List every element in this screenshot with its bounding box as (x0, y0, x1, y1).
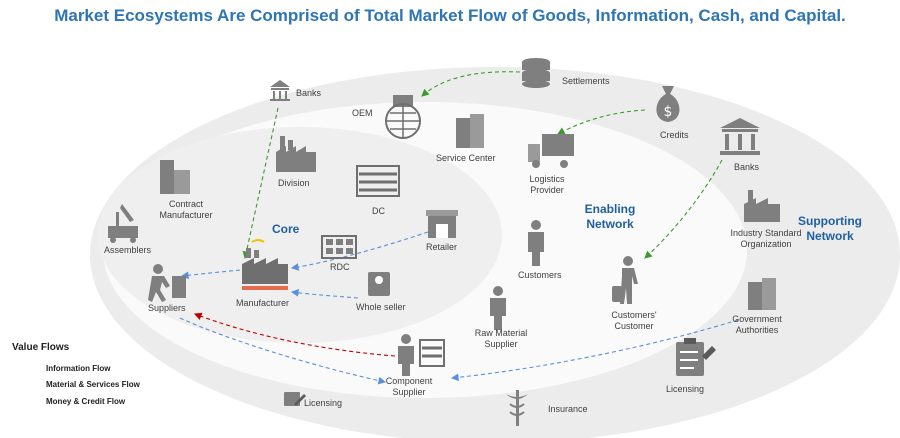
core-label: Core (272, 222, 300, 236)
legend-item-material: Material & Services Flow (46, 380, 140, 389)
flow-credits-to-logistics (557, 109, 646, 135)
whole-seller-icon (368, 272, 390, 296)
flow-banks-to-customers-customer (644, 159, 723, 259)
flow-manufacturer-to-suppliers (180, 269, 241, 280)
caduceus-icon (506, 390, 528, 426)
contract-manufacturer-label: Contract Manufacturer (144, 199, 228, 221)
gov-text: Government Authorities (732, 314, 782, 335)
core-ring (98, 127, 502, 343)
store-icon (426, 210, 458, 238)
contract-manufacturer-text: Contract Manufacturer (159, 199, 213, 220)
industry-org-text: Industry Standard Organization (730, 228, 802, 249)
component-supplier-text: Component Supplier (385, 376, 433, 397)
licensing-left-label: Licensing (304, 398, 343, 408)
logistics-label: Logistics Provider (520, 174, 574, 196)
raw-material-label: Raw Material Supplier (470, 328, 532, 350)
supplier-pushing-icon (148, 264, 186, 302)
enabling-network-text: Enabling Network (584, 202, 636, 231)
customers-customer-icon (612, 256, 638, 304)
oem-label: OEM (352, 108, 373, 118)
customers-customer-label: Customers' Customer (602, 310, 666, 332)
factory-icon (276, 136, 316, 172)
assemblers-label: Assemblers (104, 245, 152, 255)
supporting-network-text: Supporting Network (798, 214, 862, 243)
supporting-network-label: Supporting Network (792, 214, 868, 244)
banks-top-label: Banks (296, 88, 322, 98)
svg-text:$: $ (664, 104, 673, 120)
bank-icon-right (720, 118, 760, 155)
clipboard-icon (676, 338, 716, 376)
logistics-text: Logistics Provider (529, 174, 565, 195)
customers-customer-text: Customers' Customer (611, 310, 657, 331)
flow-lines (179, 71, 739, 385)
legend-title: Value Flows (12, 342, 70, 353)
retailer-label: Retailer (426, 242, 458, 252)
licensing-right-label: Licensing (666, 384, 705, 394)
flow-banks-to-manufacturer (242, 107, 279, 260)
manufacturer-factory-icon (242, 239, 288, 290)
industry-factory-icon (744, 190, 780, 222)
dc-label: DC (372, 206, 385, 216)
division-label: Division (278, 178, 310, 188)
flow-suppliers-to-component (179, 317, 387, 385)
customers-label: Customers (518, 270, 562, 280)
enabling-network-label: Enabling Network (578, 202, 642, 232)
flow-settlements-to-oem (421, 71, 521, 97)
flow-gov-to-component (450, 319, 739, 382)
customer-person-icon (528, 220, 544, 266)
component-supplier-icon (398, 334, 445, 376)
truck-icon (528, 134, 574, 168)
legend-item-money: Money & Credit Flow (46, 397, 126, 406)
forklift-icon (108, 204, 138, 243)
flow-component-to-suppliers (193, 312, 396, 357)
suppliers-label: Suppliers (148, 303, 186, 313)
raw-material-text: Raw Material Supplier (474, 328, 528, 349)
money-bag-icon: $ (656, 86, 680, 122)
government-building-icon (748, 278, 776, 310)
rdc-label: RDC (330, 262, 350, 272)
legend-item-info: Information Flow (46, 364, 111, 373)
license-pen-icon (284, 392, 306, 406)
credits-label: Credits (660, 130, 689, 140)
whole-seller-label: Whole seller (356, 302, 406, 312)
coins-stack-icon (522, 58, 550, 88)
settlements-label: Settlements (562, 76, 610, 86)
rdc-shelf-icon (321, 235, 357, 259)
component-supplier-label: Component Supplier (378, 376, 440, 398)
industry-org-label: Industry Standard Organization (728, 228, 804, 250)
raw-material-person-icon (490, 286, 506, 330)
icons: $ (108, 58, 780, 426)
oem-globe-icon (385, 95, 421, 139)
tall-building-icon (160, 160, 190, 194)
manufacturer-label: Manufacturer (236, 298, 290, 308)
flow-retailer-to-manufacturer (290, 231, 429, 271)
service-center-icon (456, 114, 484, 148)
insurance-label: Insurance (548, 404, 588, 414)
bank-icon (270, 80, 290, 101)
warehouse-icon (356, 165, 400, 197)
banks-right-label: Banks (734, 162, 760, 172)
gov-label: Government Authorities (726, 314, 788, 336)
diagram-title: Market Ecosystems Are Comprised of Total… (54, 6, 846, 25)
service-center-label: Service Center (436, 153, 496, 163)
